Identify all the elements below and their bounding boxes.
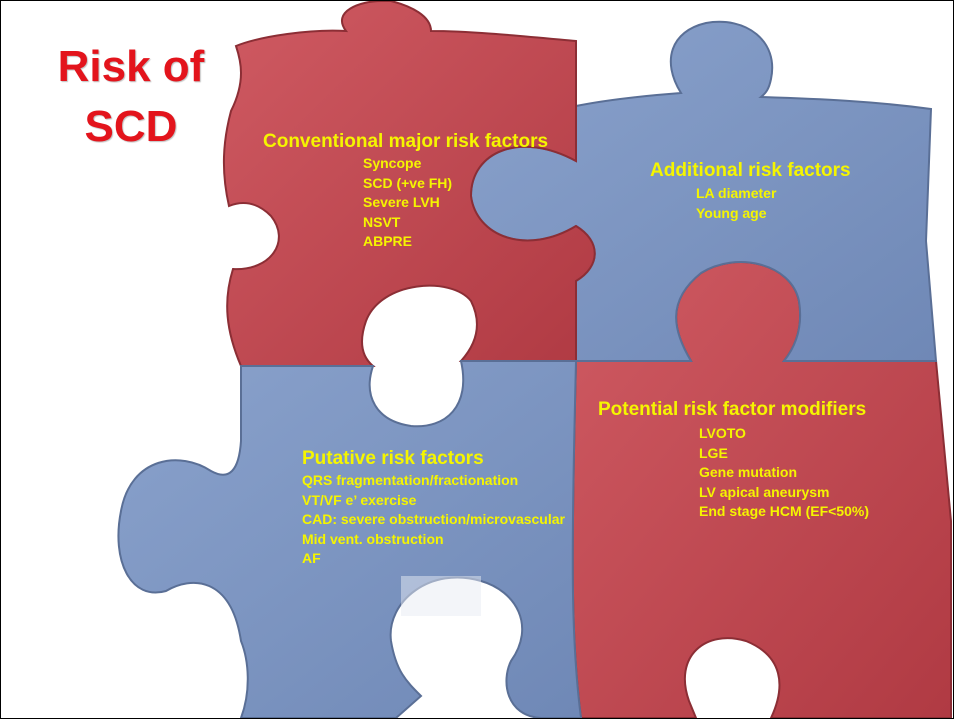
list-item: Young age	[696, 204, 767, 221]
highlight-accent	[401, 576, 481, 616]
modifiers-heading: Potential risk factor modifiers	[598, 399, 867, 420]
list-item: LA diameter	[696, 185, 777, 201]
list-item: CAD: severe obstruction/microvascular	[302, 511, 565, 527]
list-item: AF	[302, 550, 321, 566]
putative-risk-block: Putative risk factors QRS fragmentation/…	[302, 447, 565, 569]
list-item: NSVT	[363, 213, 401, 230]
list-item: QRS fragmentation/fractionation	[302, 472, 519, 488]
conventional-heading: Conventional major risk factors	[263, 131, 549, 152]
list-item: Gene mutation	[699, 464, 798, 480]
conventional-risk-piece	[222, 1, 596, 367]
title-line-2: SCD	[84, 102, 178, 151]
list-item: LV apical aneurysm	[699, 483, 830, 500]
additional-list: LA diameter Young age	[696, 184, 851, 223]
list-item: SCD (+ve FH)	[363, 174, 453, 191]
list-item: LGE	[699, 444, 728, 461]
additional-heading: Additional risk factors	[650, 160, 851, 181]
list-item: End stage HCM (EF<50%)	[699, 503, 869, 519]
list-item: Mid vent. obstruction	[302, 530, 444, 547]
putative-heading: Putative risk factors	[302, 448, 484, 469]
slide-title: Risk of SCD	[41, 37, 221, 157]
putative-list: QRS fragmentation/fractionation VT/VF e’…	[302, 471, 565, 569]
modifiers-list: LVOTO LGE Gene mutation LV apical aneury…	[699, 424, 869, 522]
modifiers-block: Potential risk factor modifiers LVOTO LG…	[598, 398, 869, 522]
conventional-risk-block: Conventional major risk factors Syncope …	[263, 130, 548, 252]
list-item: VT/VF e’ exercise	[302, 491, 417, 508]
list-item: Severe LVH	[363, 194, 440, 210]
list-item: Syncope	[363, 155, 422, 171]
list-item: ABPRE	[363, 233, 413, 249]
title-line-1: Risk of	[57, 42, 205, 91]
list-item: LVOTO	[699, 425, 746, 441]
additional-risk-block: Additional risk factors LA diameter Youn…	[650, 159, 851, 223]
conventional-list: Syncope SCD (+ve FH) Severe LVH NSVT ABP…	[363, 154, 548, 252]
